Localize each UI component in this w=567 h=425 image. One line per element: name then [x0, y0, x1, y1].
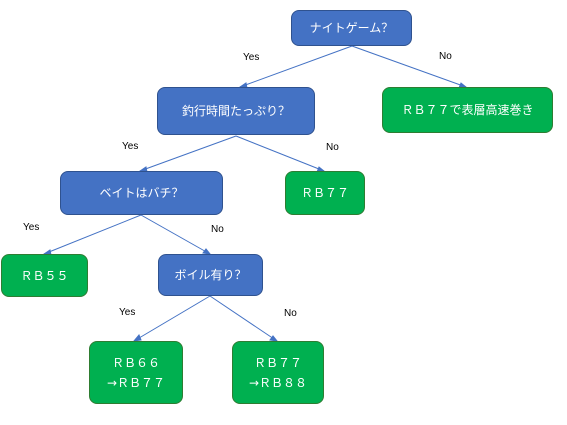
answer-rb66-rb77: ＲＢ６６ →ＲＢ７７	[89, 341, 183, 404]
edge-night-yes	[239, 45, 353, 88]
edge-time-yes	[139, 135, 237, 172]
edge-bait-yes	[43, 214, 142, 255]
question-bait-bachi: ベイトはバチ？	[60, 171, 223, 215]
label-no-boil: No	[284, 308, 297, 319]
label-yes-time: Yes	[122, 141, 139, 152]
edge-time-no	[235, 135, 325, 172]
question-fishing-time: 釣行時間たっぷり？	[157, 87, 315, 135]
label-no-bait: No	[211, 224, 224, 235]
edge-boil-no	[209, 295, 278, 342]
answer-rb77-rb88: ＲＢ７７ →ＲＢ８８	[232, 341, 324, 404]
label-yes-night: Yes	[243, 52, 260, 63]
edge-boil-yes	[133, 295, 211, 342]
question-night-game: ナイトゲーム？	[291, 10, 412, 46]
label-yes-boil: Yes	[119, 307, 136, 318]
edge-boil-no-arrow	[269, 335, 279, 342]
answer-rb77: ＲＢ７７	[285, 171, 365, 215]
edge-bait-no-arrow	[202, 248, 212, 255]
label-no-time: No	[326, 142, 339, 153]
label-no-night: No	[439, 51, 452, 62]
edge-boil-yes-arrow	[132, 334, 142, 342]
edge-night-no	[351, 45, 467, 88]
answer-rb77-surface-fast: ＲＢ７７で表層高速巻き	[382, 87, 553, 133]
question-boil: ボイル有り？	[158, 254, 263, 296]
label-yes-bait: Yes	[23, 222, 40, 233]
edge-bait-no	[140, 214, 211, 255]
answer-rb55: ＲＢ５５	[1, 254, 88, 297]
